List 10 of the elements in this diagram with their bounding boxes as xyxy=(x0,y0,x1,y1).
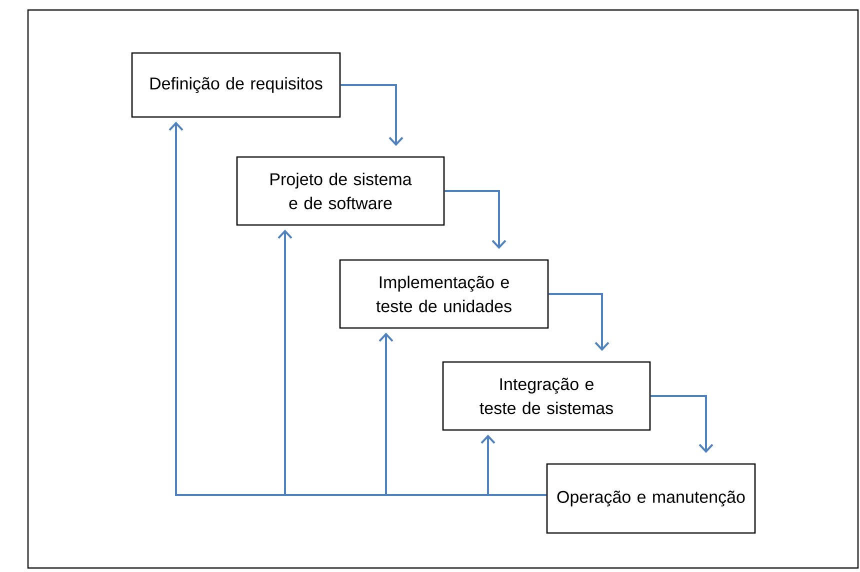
feedback-arrow xyxy=(480,434,546,496)
process-box: Definição de requisitos xyxy=(131,52,341,118)
arrow xyxy=(650,395,714,453)
arrow xyxy=(444,190,506,249)
process-box: Implementação e teste de unidades xyxy=(339,259,549,329)
arrow xyxy=(340,84,404,146)
process-box: Projeto de sistema e de software xyxy=(236,156,445,226)
process-box: Integração e teste de sistemas xyxy=(442,361,651,431)
process-box: Operação e manutenção xyxy=(546,463,756,534)
arrow xyxy=(548,293,610,351)
